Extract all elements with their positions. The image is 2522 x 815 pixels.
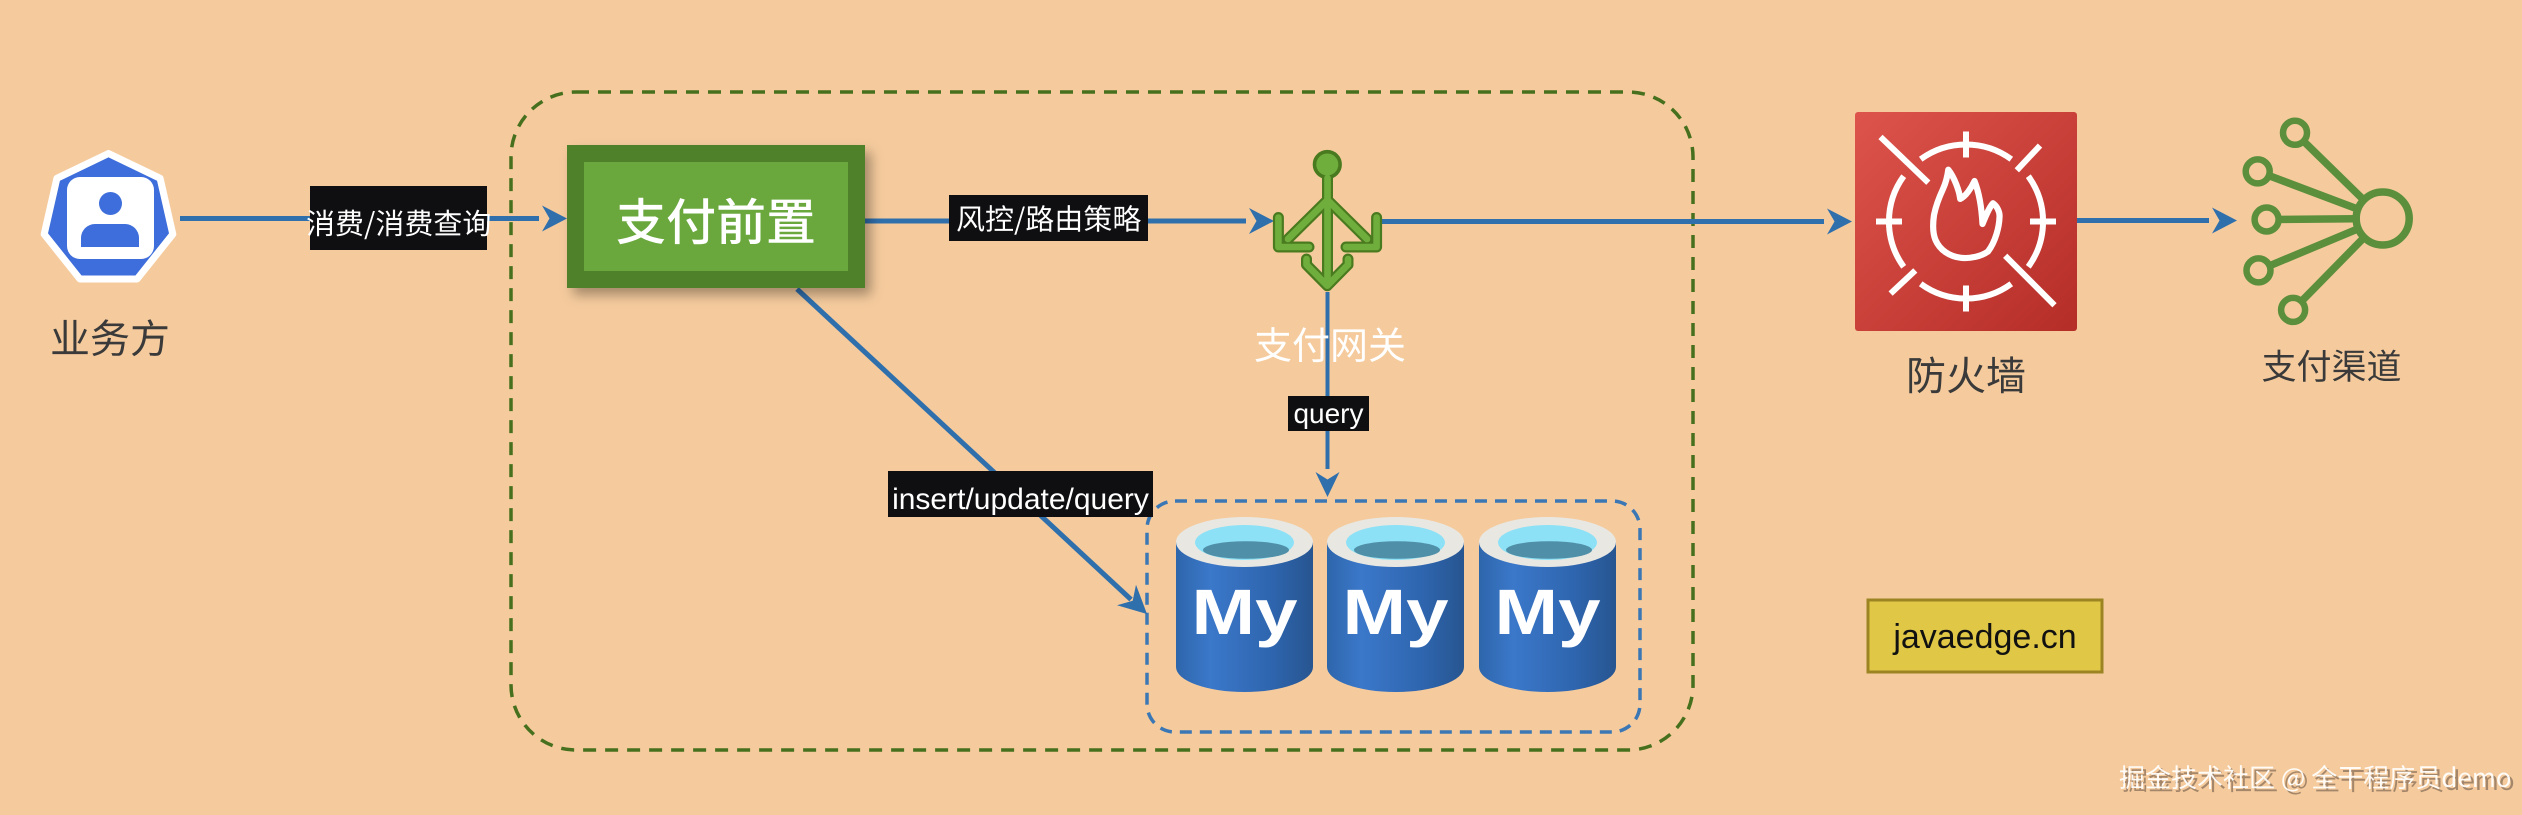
svg-text:query: query (1293, 398, 1363, 429)
svg-text:javaedge.cn: javaedge.cn (1892, 618, 2076, 656)
svg-text:insert/update/query: insert/update/query (892, 483, 1149, 516)
